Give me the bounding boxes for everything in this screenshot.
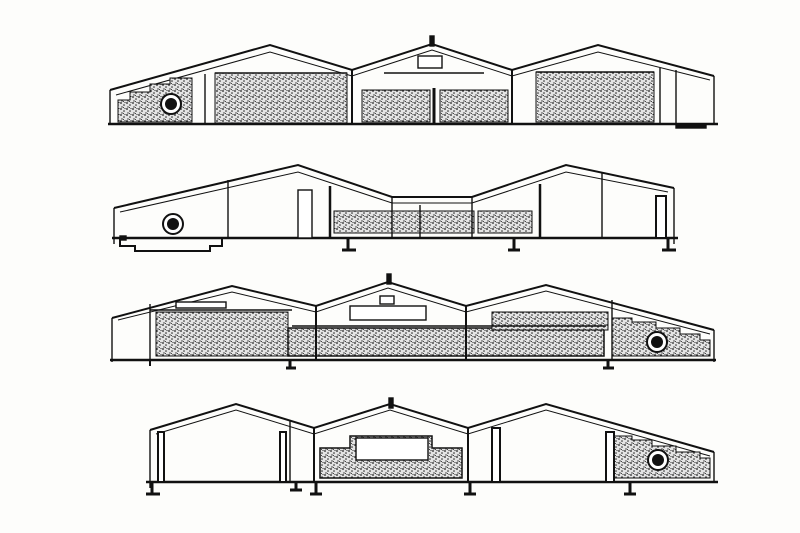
footing — [675, 123, 707, 129]
footing — [342, 238, 356, 252]
stipple-block — [491, 311, 609, 331]
footing — [508, 238, 520, 252]
door — [655, 195, 667, 239]
door — [279, 431, 287, 483]
roof-inner-line — [155, 409, 711, 457]
section-1 — [108, 35, 718, 129]
round-window-core — [167, 218, 179, 230]
stipple-block — [155, 311, 289, 357]
round-window-core — [165, 98, 177, 110]
stipple-block — [477, 210, 533, 234]
stipple-block — [439, 89, 509, 123]
skylight — [175, 301, 227, 309]
clerestory — [355, 437, 429, 461]
chimney — [429, 35, 435, 47]
roof-line — [113, 163, 675, 209]
door — [157, 431, 165, 483]
section-2 — [112, 163, 678, 252]
clerestory — [349, 305, 427, 321]
stipple-block — [287, 327, 605, 357]
door — [605, 431, 615, 483]
round-window-core — [652, 454, 664, 466]
stipple-block — [361, 89, 431, 123]
footing — [603, 360, 614, 370]
stepped-footing — [119, 238, 223, 252]
sill — [119, 235, 127, 241]
door — [297, 189, 313, 239]
clerestory — [417, 55, 443, 69]
footing — [662, 238, 676, 252]
chimney — [388, 397, 394, 409]
vent — [379, 295, 395, 305]
footing — [286, 360, 296, 370]
roof-inner-line — [117, 287, 711, 335]
chimney — [386, 273, 392, 285]
stipple-block — [535, 71, 655, 123]
footing — [146, 482, 160, 496]
footing — [310, 482, 322, 496]
footing — [464, 482, 476, 496]
door — [491, 427, 501, 483]
footing — [624, 482, 636, 496]
stipple-block — [214, 72, 348, 124]
roof-inner-line — [115, 49, 711, 96]
round-window-core — [651, 336, 663, 348]
stipple-block — [333, 210, 475, 234]
footing — [290, 482, 302, 492]
roof-inner-line — [119, 171, 669, 213]
section-3 — [110, 273, 716, 370]
section-4 — [146, 397, 718, 496]
